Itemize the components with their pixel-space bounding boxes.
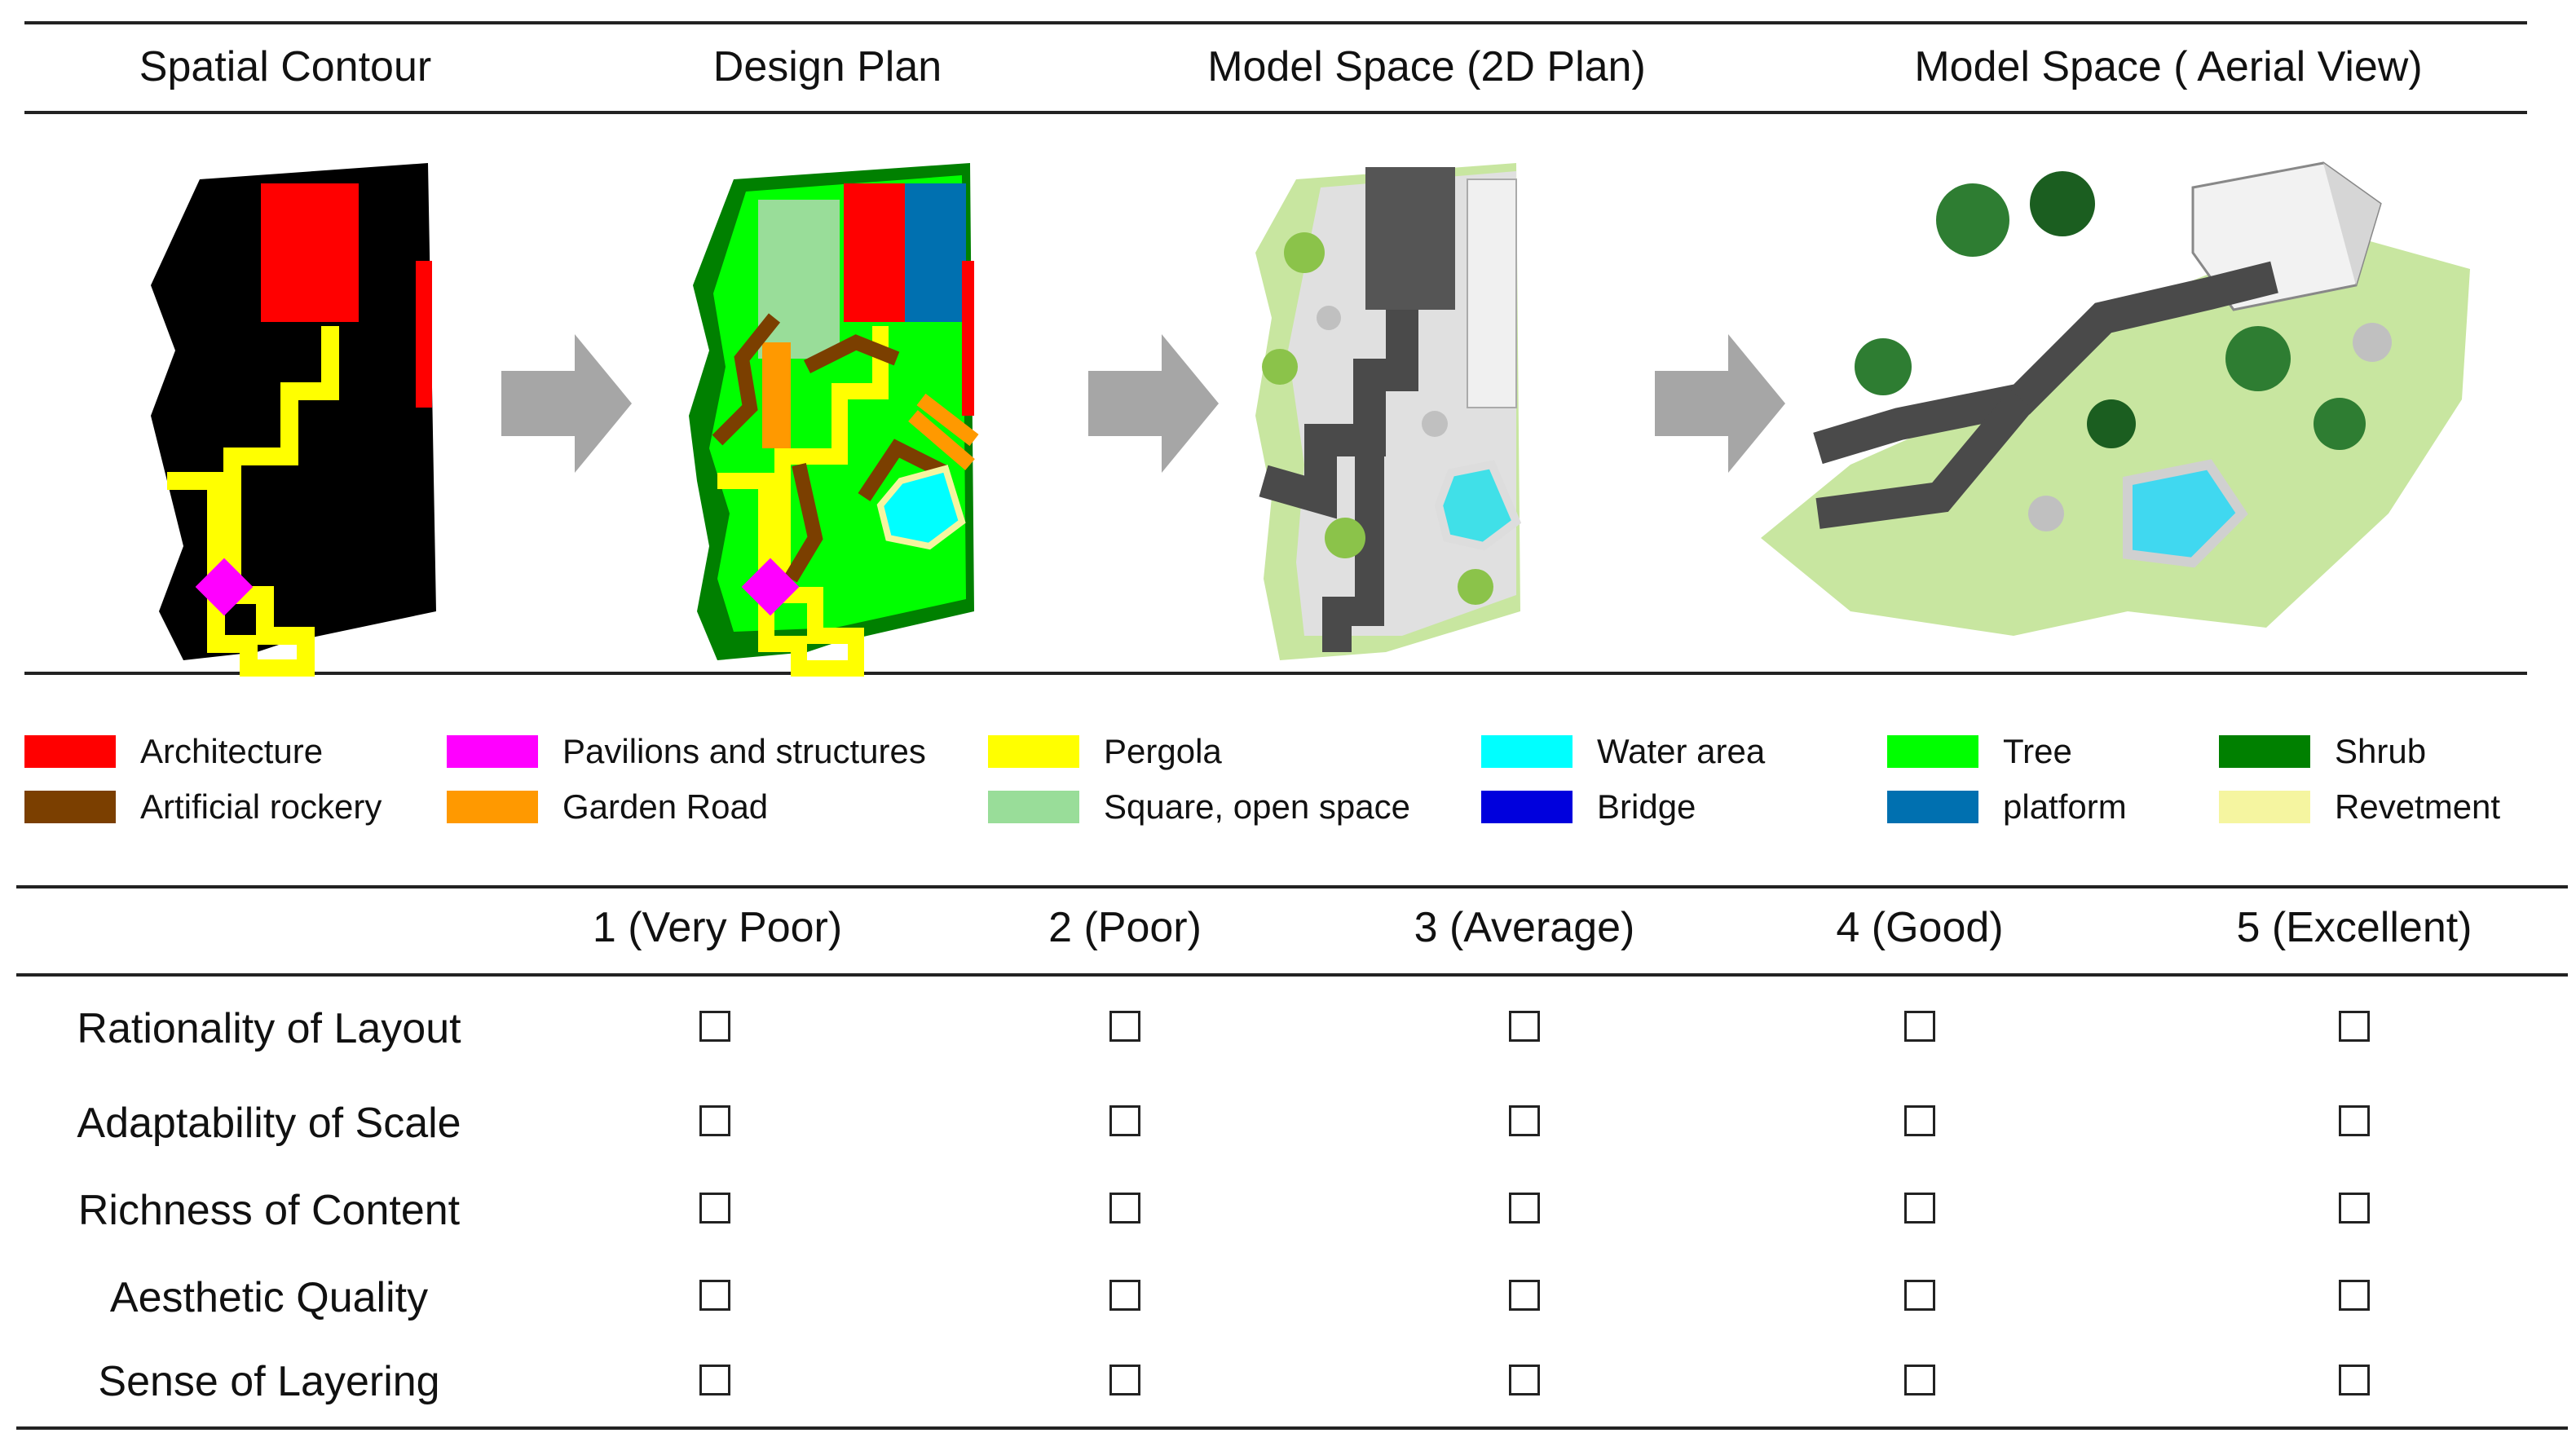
model-aerial-view-image	[1753, 155, 2486, 677]
legend-item-pavilions: Pavilions and structures	[447, 732, 926, 771]
checkbox-layering-4[interactable]	[1904, 1365, 1935, 1395]
scale-header-3: 3 (Average)	[1414, 904, 1635, 951]
checkbox-scale-1[interactable]	[699, 1105, 730, 1136]
legend-label: Square, open space	[1104, 787, 1410, 826]
checkbox-layering-5[interactable]	[2339, 1365, 2370, 1395]
header-rule	[24, 111, 2527, 114]
spatial-contour-image	[135, 155, 477, 677]
legend-item-tree: Tree	[1887, 732, 2072, 771]
legend-label: Pergola	[1104, 732, 1222, 770]
criterion-label: Adaptability of Scale	[77, 1100, 461, 1147]
panels-bottom-rule	[24, 672, 2527, 675]
checkbox-content-5[interactable]	[2339, 1193, 2370, 1224]
legend-item-square: Square, open space	[988, 787, 1410, 827]
arrow-right-icon	[1088, 334, 1219, 473]
checkbox-layout-4[interactable]	[1904, 1011, 1935, 1042]
stage-title-model-2d: Model Space (2D Plan)	[1207, 43, 1646, 90]
legend-swatch	[988, 791, 1079, 823]
scale-header-2: 2 (Poor)	[1048, 904, 1202, 951]
legend-item-revetment: Revetment	[2219, 787, 2500, 827]
arrow-right-icon	[1655, 334, 1785, 473]
criterion-label: Richness of Content	[77, 1187, 461, 1234]
scale-header-4: 4 (Good)	[1836, 904, 2004, 951]
scale-header-1: 1 (Very Poor)	[592, 904, 843, 951]
checkbox-layout-1[interactable]	[699, 1011, 730, 1042]
checkbox-aesthetic-4[interactable]	[1904, 1280, 1935, 1311]
stage-title-design-plan: Design Plan	[712, 43, 942, 90]
stage-title-model-aerial: Model Space ( Aerial View)	[1914, 43, 2423, 90]
legend-label: Pavilions and structures	[562, 732, 926, 770]
legend-swatch	[1481, 735, 1573, 768]
legend-label: Bridge	[1597, 787, 1696, 826]
checkbox-scale-3[interactable]	[1509, 1105, 1540, 1136]
checkbox-aesthetic-2[interactable]	[1109, 1280, 1140, 1311]
legend-swatch	[1887, 735, 1978, 768]
legend-label: Artificial rockery	[140, 787, 382, 826]
arrow-right-icon	[501, 334, 632, 473]
checkbox-aesthetic-3[interactable]	[1509, 1280, 1540, 1311]
legend-item-artificial-rockery: Artificial rockery	[24, 787, 382, 827]
table-header-rule	[16, 973, 2568, 977]
criterion-label: Rationality of Layout	[77, 1005, 461, 1052]
legend-swatch	[447, 735, 538, 768]
checkbox-content-1[interactable]	[699, 1193, 730, 1224]
legend-label: platform	[2003, 787, 2127, 826]
design-plan-image	[685, 155, 1027, 677]
legend-swatch	[2219, 735, 2310, 768]
legend-item-platform: platform	[1887, 787, 2127, 827]
checkbox-layering-3[interactable]	[1509, 1365, 1540, 1395]
legend-swatch	[24, 791, 116, 823]
checkbox-scale-5[interactable]	[2339, 1105, 2370, 1136]
legend-label: Tree	[2003, 732, 2072, 770]
scale-header-5: 5 (Excellent)	[2236, 904, 2472, 951]
legend-label: Revetment	[2335, 787, 2501, 826]
legend-swatch	[2219, 791, 2310, 823]
legend-swatch	[1481, 791, 1573, 823]
checkbox-layout-5[interactable]	[2339, 1011, 2370, 1042]
legend-item-pergola: Pergola	[988, 732, 1222, 771]
checkbox-content-2[interactable]	[1109, 1193, 1140, 1224]
checkbox-layout-3[interactable]	[1509, 1011, 1540, 1042]
legend-swatch	[988, 735, 1079, 768]
checkbox-content-3[interactable]	[1509, 1193, 1540, 1224]
legend-swatch	[24, 735, 116, 768]
legend-item-garden-road: Garden Road	[447, 787, 768, 827]
legend-label: Shrub	[2335, 732, 2427, 770]
checkbox-layering-1[interactable]	[699, 1365, 730, 1395]
legend-item-architecture: Architecture	[24, 732, 323, 771]
legend-swatch	[447, 791, 538, 823]
checkbox-aesthetic-5[interactable]	[2339, 1280, 2370, 1311]
legend-item-water-area: Water area	[1481, 732, 1765, 771]
top-rule	[24, 21, 2527, 24]
checkbox-scale-4[interactable]	[1904, 1105, 1935, 1136]
checkbox-layout-2[interactable]	[1109, 1011, 1140, 1042]
stage-title-spatial-contour: Spatial Contour	[139, 43, 432, 90]
criterion-label: Sense of Layering	[98, 1358, 440, 1405]
legend-item-shrub: Shrub	[2219, 732, 2426, 771]
checkbox-content-4[interactable]	[1904, 1193, 1935, 1224]
legend-label: Water area	[1597, 732, 1766, 770]
legend-item-bridge: Bridge	[1481, 787, 1696, 827]
legend-label: Garden Road	[562, 787, 769, 826]
criterion-label: Aesthetic Quality	[109, 1274, 429, 1321]
model-2d-plan-image	[1247, 155, 1590, 677]
checkbox-aesthetic-1[interactable]	[699, 1280, 730, 1311]
checkbox-scale-2[interactable]	[1109, 1105, 1140, 1136]
legend-label: Architecture	[140, 732, 324, 770]
table-top-rule	[16, 885, 2568, 888]
legend-swatch	[1887, 791, 1978, 823]
checkbox-layering-2[interactable]	[1109, 1365, 1140, 1395]
table-bottom-rule	[16, 1426, 2568, 1430]
